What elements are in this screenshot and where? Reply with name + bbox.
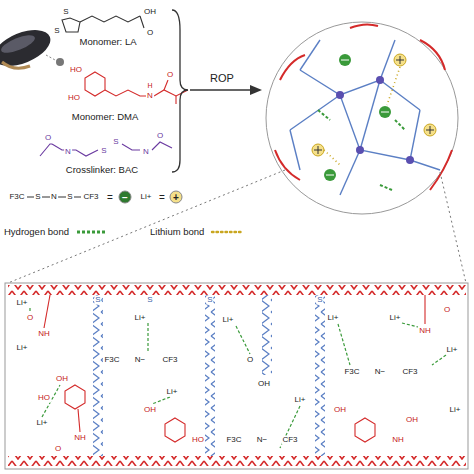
legend-item: Hydrogen bond: [4, 226, 109, 237]
atom-label: N: [146, 92, 154, 101]
atom-label: HO: [67, 94, 81, 103]
atom-label: HO: [37, 394, 51, 403]
atom-label: O: [146, 29, 154, 38]
atom-label: HO: [191, 436, 205, 445]
legend-item: Lithium bond: [150, 226, 244, 237]
atom-label: OH: [257, 380, 271, 389]
polymer-chain: [8, 285, 466, 295]
zoom-panel: [5, 283, 468, 469]
atom-label: O: [54, 445, 62, 454]
atom-label: CF3: [281, 436, 298, 445]
atom-label: N−: [374, 368, 386, 377]
legend-sample: [210, 227, 244, 237]
atom-label: O: [44, 134, 52, 143]
atom-label: S: [316, 296, 323, 305]
catechol-rings: [44, 295, 425, 442]
ion-label: Li+: [36, 419, 49, 428]
ion-label: Li+: [140, 193, 153, 202]
atom-label: N−: [134, 356, 146, 365]
atom-label: S: [100, 147, 107, 156]
atom-label: OH: [405, 416, 419, 425]
ion-label: Li+: [327, 314, 340, 323]
atom-label: O: [26, 314, 34, 323]
zoom-line: [440, 172, 466, 283]
atom-label: N: [50, 193, 58, 202]
ion-label: Li+: [134, 314, 147, 323]
atom-label: O: [166, 71, 174, 80]
atom-label: O: [156, 132, 164, 141]
polymer-chain: [8, 456, 466, 466]
atom-label: CF3: [82, 193, 99, 202]
reaction-label: ROP: [209, 72, 235, 84]
atom-label: S: [34, 193, 41, 202]
legend-text: Hydrogen bond: [4, 226, 69, 237]
atom-label: N−: [256, 436, 268, 445]
atom-label: NH: [37, 330, 51, 339]
reaction-arrow: [190, 89, 252, 91]
atom-label: F3C: [225, 436, 242, 445]
atom-label: H: [146, 82, 153, 90]
monomer-label: Monomer: LA: [78, 37, 137, 47]
atom-label: O: [246, 356, 254, 365]
ion-label: Li+: [16, 344, 29, 353]
bracket: [172, 10, 188, 172]
atom-label: NH: [391, 436, 405, 445]
ion-label: Li+: [446, 346, 459, 355]
ion-label: Li+: [449, 406, 462, 415]
legend-text: Lithium bond: [150, 226, 204, 237]
atom-label: NH: [73, 434, 87, 443]
crosslinker-label: Crosslinker: BAC: [65, 165, 139, 175]
atom-label: HO: [69, 66, 83, 75]
atom-label: F3C: [8, 193, 25, 202]
network: [266, 22, 458, 214]
ion-label: Li+: [389, 314, 402, 323]
atom-label: S: [206, 296, 213, 305]
la-structure: [62, 16, 144, 32]
atom-label: OH: [333, 406, 347, 415]
bac-structure: [40, 142, 172, 156]
atom-label: OH: [55, 375, 69, 384]
anion-symbol: −: [119, 191, 132, 204]
lithium-bonds: [30, 308, 446, 448]
monomer-label: Monomer: DMA: [71, 112, 140, 122]
ion-label: Li+: [166, 388, 179, 397]
atom-label: N: [64, 148, 72, 157]
atom-label: F3C: [103, 356, 120, 365]
arrow-head: [250, 85, 262, 95]
atom-label: CF3: [401, 368, 418, 377]
ion-label: Li+: [222, 316, 235, 325]
atom-label: S: [66, 193, 73, 202]
atom-label: S: [53, 27, 60, 36]
atom-label: OH: [143, 8, 157, 17]
mussel-photo: [0, 23, 64, 73]
legend-sample: [75, 227, 109, 237]
atom-label: S: [112, 138, 119, 147]
atom-label: S: [146, 296, 153, 305]
atom-label: O: [443, 306, 451, 315]
atom-label: N: [142, 148, 150, 157]
atom-label: NH: [418, 327, 432, 336]
atom-label: OH: [143, 406, 157, 415]
atom-label: S: [62, 8, 69, 17]
atom-label: S: [94, 296, 101, 305]
equals-sign: =: [106, 192, 114, 203]
crosslink-chains: [93, 295, 325, 456]
equals-sign: =: [158, 192, 166, 203]
ion-label: Li+: [294, 396, 307, 405]
atom-label: CF3: [161, 356, 178, 365]
ion-label: Li+: [16, 299, 29, 308]
cation-symbol: +: [170, 191, 183, 204]
atom-label: F3C: [343, 368, 360, 377]
